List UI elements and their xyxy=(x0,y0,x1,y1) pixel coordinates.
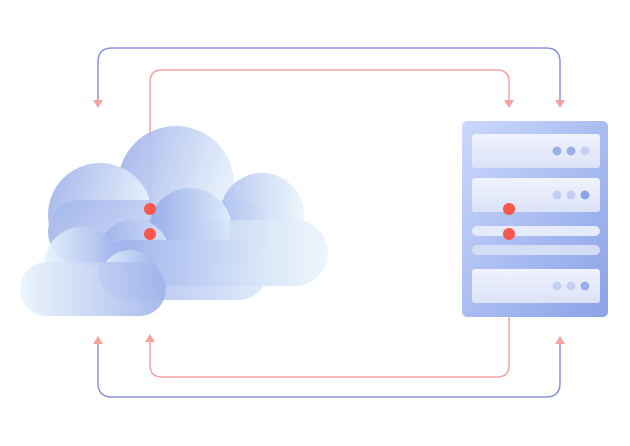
server-endpoint-dot xyxy=(503,228,515,240)
connection-top-outer xyxy=(93,47,565,108)
server-endpoint-dot xyxy=(503,203,515,215)
server-icon xyxy=(462,121,608,317)
server-bar xyxy=(472,226,600,236)
connection-bottom-outer xyxy=(93,336,565,398)
cloud-icon xyxy=(20,126,328,316)
server-slot xyxy=(472,134,600,168)
server-slot xyxy=(472,269,600,303)
server-bar xyxy=(472,245,600,255)
cloud-endpoint-dot xyxy=(144,228,156,240)
cloud-endpoint-dot xyxy=(144,203,156,215)
server-slot xyxy=(472,178,600,212)
connection-bottom-inner xyxy=(145,234,510,378)
connection-top-inner xyxy=(149,69,514,208)
